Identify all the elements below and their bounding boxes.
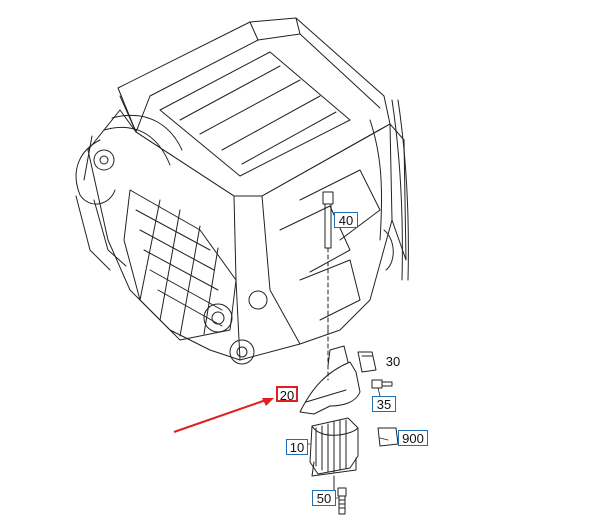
belt-drive xyxy=(123,189,268,365)
bolt-35 xyxy=(371,379,393,389)
right-hoses xyxy=(369,99,409,281)
callout-50[interactable]: 50 xyxy=(312,490,336,506)
bolt-50 xyxy=(337,487,347,515)
bolt-40 xyxy=(322,191,334,331)
engine-mount-10 xyxy=(309,417,359,493)
intake-pipes xyxy=(75,114,183,271)
pointer-arrow xyxy=(173,398,274,433)
callout-20-selected[interactable]: 20 xyxy=(276,386,298,403)
callout-40[interactable]: 40 xyxy=(334,212,358,228)
engine-cover xyxy=(117,17,391,197)
callout-10[interactable]: 10 xyxy=(286,439,308,455)
engine-block xyxy=(87,109,407,361)
callout-35[interactable]: 35 xyxy=(372,396,396,412)
cap-30 xyxy=(357,351,377,373)
callout-30: 30 xyxy=(385,354,401,369)
mount-bracket-20 xyxy=(299,329,361,415)
callout-900[interactable]: 900 xyxy=(398,430,428,446)
pad-900 xyxy=(377,427,399,447)
